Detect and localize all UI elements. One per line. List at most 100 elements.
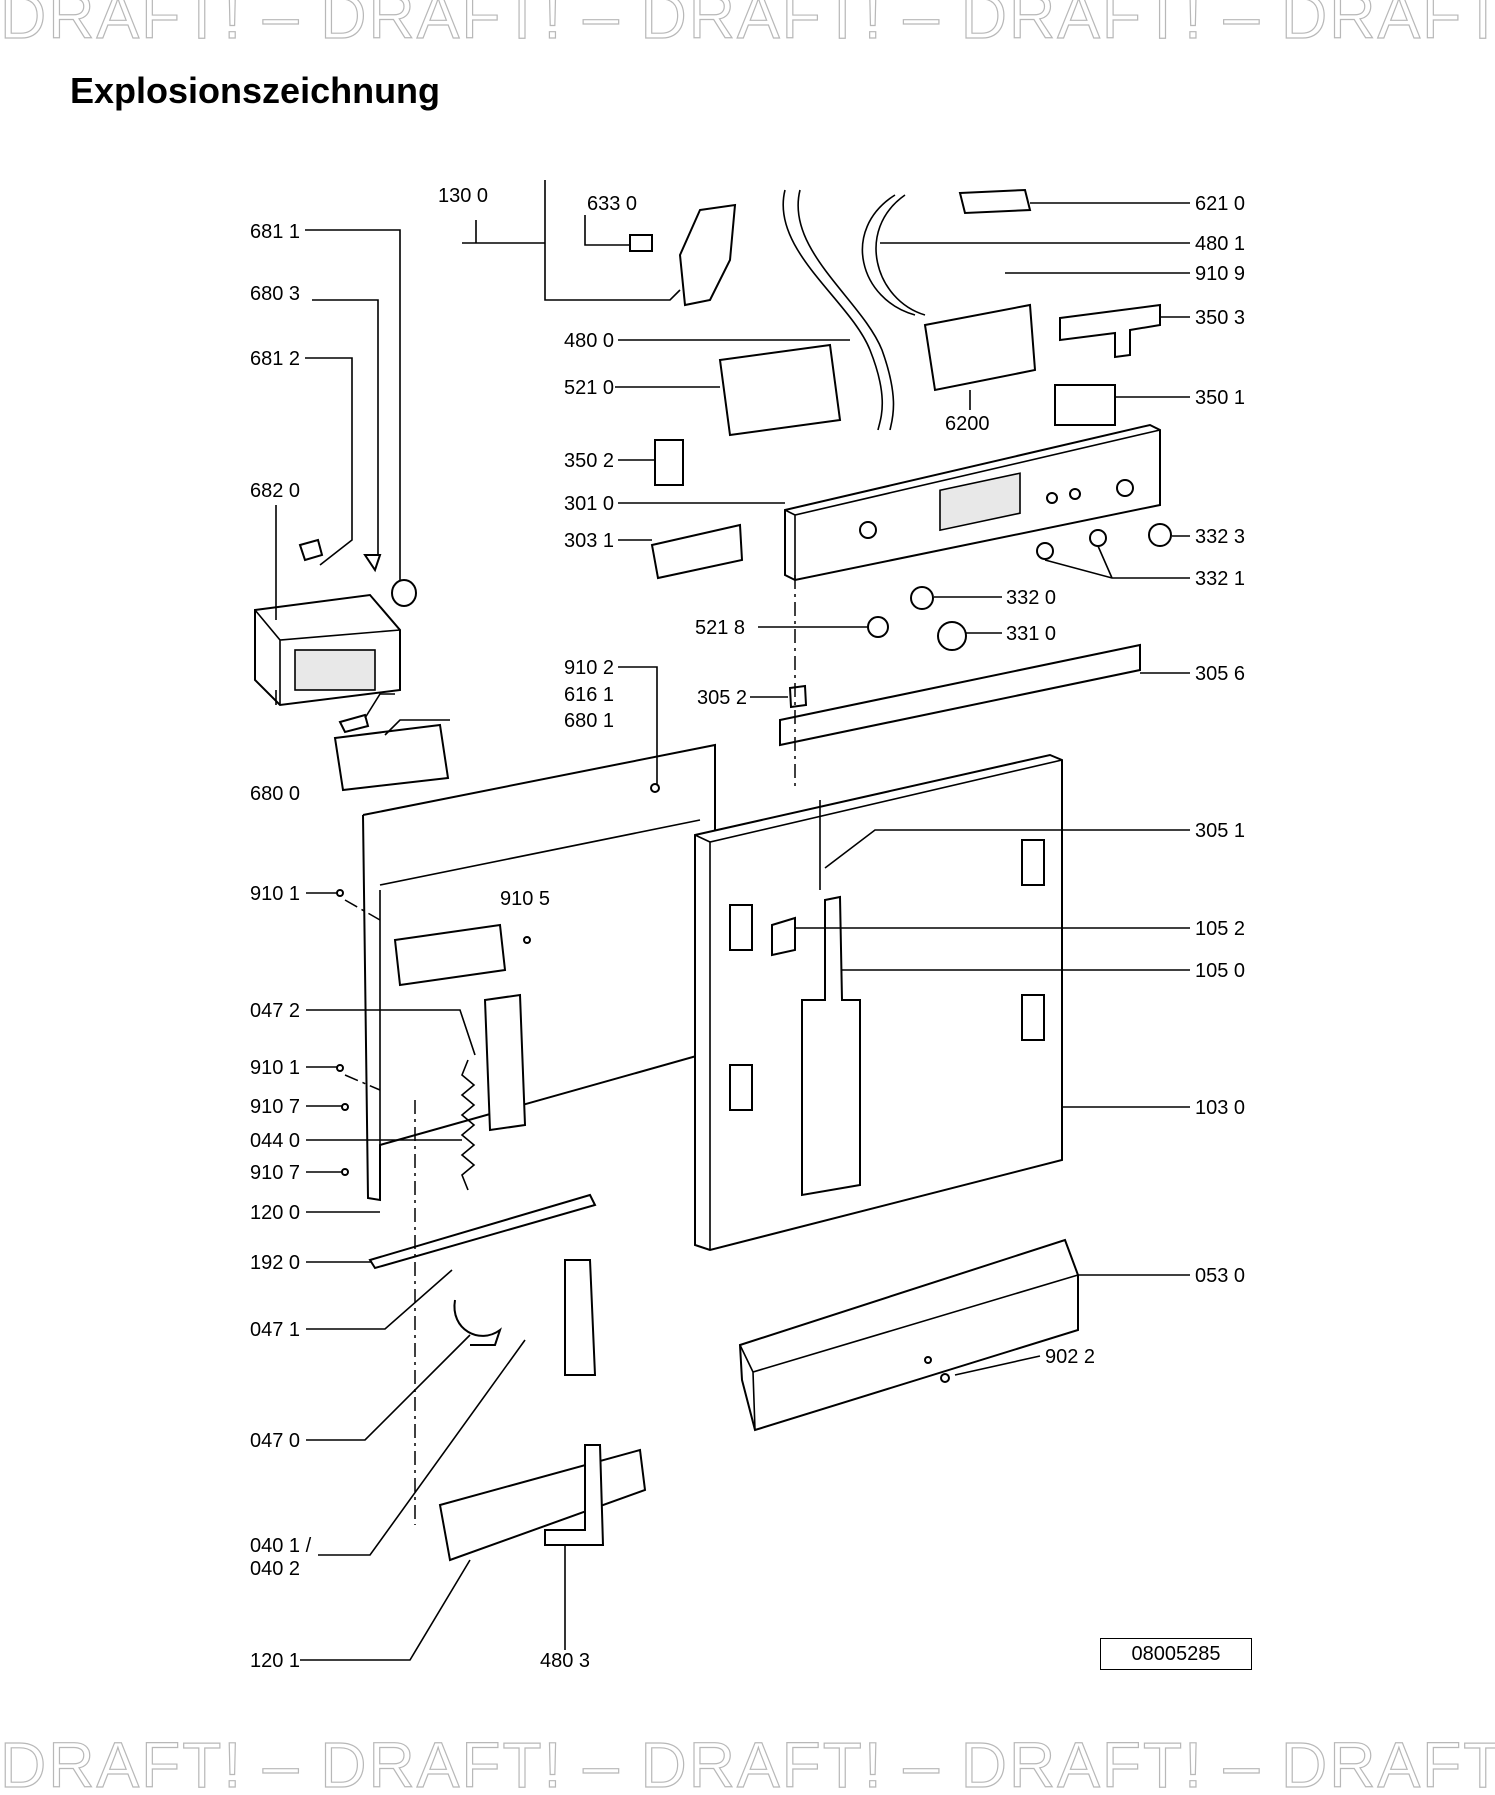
label-044-0: 044 0 (250, 1130, 300, 1152)
part-616-1 (338, 713, 370, 734)
panel-display-window (939, 472, 1021, 532)
part-350-3 (1059, 303, 1161, 359)
part-680-3 (363, 554, 382, 573)
label-350-2: 350 2 (564, 450, 614, 472)
part-633-0 (629, 234, 653, 252)
panel-window-910-5 (393, 923, 507, 987)
label-680-3: 680 3 (250, 283, 300, 305)
spring-044-0 (460, 1059, 476, 1191)
strip-192-0 (368, 1193, 597, 1270)
label-303-1: 303 1 (564, 530, 614, 552)
label-332-3: 332 3 (1195, 526, 1245, 548)
handle-303-1 (650, 523, 744, 580)
label-910-7a: 910 7 (250, 1096, 300, 1118)
bracket-105-0 (801, 895, 861, 1197)
label-105-2: 105 2 (1195, 918, 1245, 940)
hinge-bracket (483, 993, 527, 1132)
label-305-6: 305 6 (1195, 663, 1245, 685)
label-105-0: 105 0 (1195, 960, 1245, 982)
label-047-2: 047 2 (250, 1000, 300, 1022)
label-910-1a: 910 1 (250, 883, 300, 905)
label-331-0: 331 0 (1006, 623, 1056, 645)
screw-902-2b (940, 1373, 950, 1383)
door-lock-633-0 (678, 203, 737, 307)
part-480-3 (544, 1444, 605, 1546)
draft-watermark-top: DRAFT! – DRAFT! – DRAFT! – DRAFT! – DRAF… (0, 0, 1495, 46)
axis-line-3 (344, 899, 381, 1091)
hinge-plate (564, 1259, 597, 1376)
leader-lines (275, 180, 1190, 1661)
outer-door-103-0 (694, 753, 1063, 1252)
label-480-3: 480 3 (540, 1650, 590, 1672)
screw-910-2 (650, 783, 660, 793)
knob-332-1b (1036, 542, 1054, 560)
rail-305-6 (779, 643, 1141, 747)
label-910-1b: 910 1 (250, 1057, 300, 1079)
sensor-521-8 (867, 616, 889, 638)
door-cutout-4 (1021, 994, 1045, 1041)
label-305-1: 305 1 (1195, 820, 1245, 842)
label-621-0: 621 0 (1195, 193, 1245, 215)
gasket-680-1 (333, 723, 450, 792)
label-350-1: 350 1 (1195, 387, 1245, 409)
page-title: Explosionszeichnung (70, 70, 441, 111)
part-305-2 (788, 684, 808, 709)
label-040-1: 040 1 / (250, 1535, 312, 1557)
clip-105-2 (771, 916, 796, 957)
knob-332-0 (910, 586, 934, 610)
label-681-2: 681 2 (250, 348, 300, 370)
door-cutout-1 (729, 904, 753, 951)
label-305-2: 305 2 (697, 687, 747, 709)
screw-902-2a (924, 1356, 932, 1364)
diagram-parts (254, 188, 1172, 1562)
label-350-3: 350 3 (1195, 307, 1245, 329)
screw-910-7a (341, 1103, 349, 1111)
label-053-0: 053 0 (1195, 1265, 1245, 1287)
bracket-6200 (923, 303, 1037, 392)
label-192-0: 192 0 (250, 1252, 300, 1274)
screw-910-1b (336, 1064, 344, 1072)
label-130-0: 130 0 (438, 185, 488, 207)
label-902-2: 902 2 (1045, 1346, 1095, 1368)
label-521-0: 521 0 (564, 377, 614, 399)
label-910-5: 910 5 (500, 888, 550, 910)
part-621-0 (958, 188, 1032, 215)
draft-watermark-bottom: DRAFT! – DRAFT! – DRAFT! – DRAFT! – DRAF… (0, 1735, 1495, 1795)
wire-harness-480-1 (875, 194, 926, 316)
wire-harness-480-0 (782, 189, 884, 431)
label-332-1: 332 1 (1195, 568, 1245, 590)
label-680-1: 680 1 (564, 710, 614, 732)
hinge-047-1 (453, 1299, 502, 1346)
part-120-1 (438, 1448, 647, 1562)
label-301-0: 301 0 (564, 493, 614, 515)
label-040-2: 040 2 (250, 1558, 300, 1580)
part-681-1 (391, 579, 417, 607)
label-633-0: 633 0 (587, 193, 637, 215)
label-682-0: 682 0 (250, 480, 300, 502)
label-616-1: 616 1 (564, 684, 614, 706)
pcb-521-0 (718, 343, 842, 437)
label-332-0: 332 0 (1006, 587, 1056, 609)
label-521-8: 521 8 (695, 617, 745, 639)
label-047-0: 047 0 (250, 1430, 300, 1452)
knob-331-0 (937, 621, 967, 651)
label-910-9: 910 9 (1195, 263, 1245, 285)
label-120-0: 120 0 (250, 1202, 300, 1224)
door-cutout-2 (729, 1064, 753, 1111)
part-labels: 130 0 633 0 681 1 680 3 681 2 682 0 680 … (250, 185, 1245, 1672)
label-120-1: 120 1 (250, 1650, 300, 1672)
label-910-7b: 910 7 (250, 1162, 300, 1184)
label-6200: 6200 (945, 413, 990, 435)
door-cutout-3 (1021, 839, 1045, 886)
knob-332-3 (1148, 523, 1172, 547)
knob-332-1a (1089, 529, 1107, 547)
kickplate-053-0 (738, 1238, 1079, 1432)
label-480-1: 480 1 (1195, 233, 1245, 255)
part-350-1 (1054, 384, 1116, 426)
label-047-1: 047 1 (250, 1319, 300, 1341)
part-350-2 (654, 439, 684, 486)
label-480-0: 480 0 (564, 330, 614, 352)
label-681-1: 681 1 (250, 221, 300, 243)
part-681-2 (298, 538, 324, 562)
